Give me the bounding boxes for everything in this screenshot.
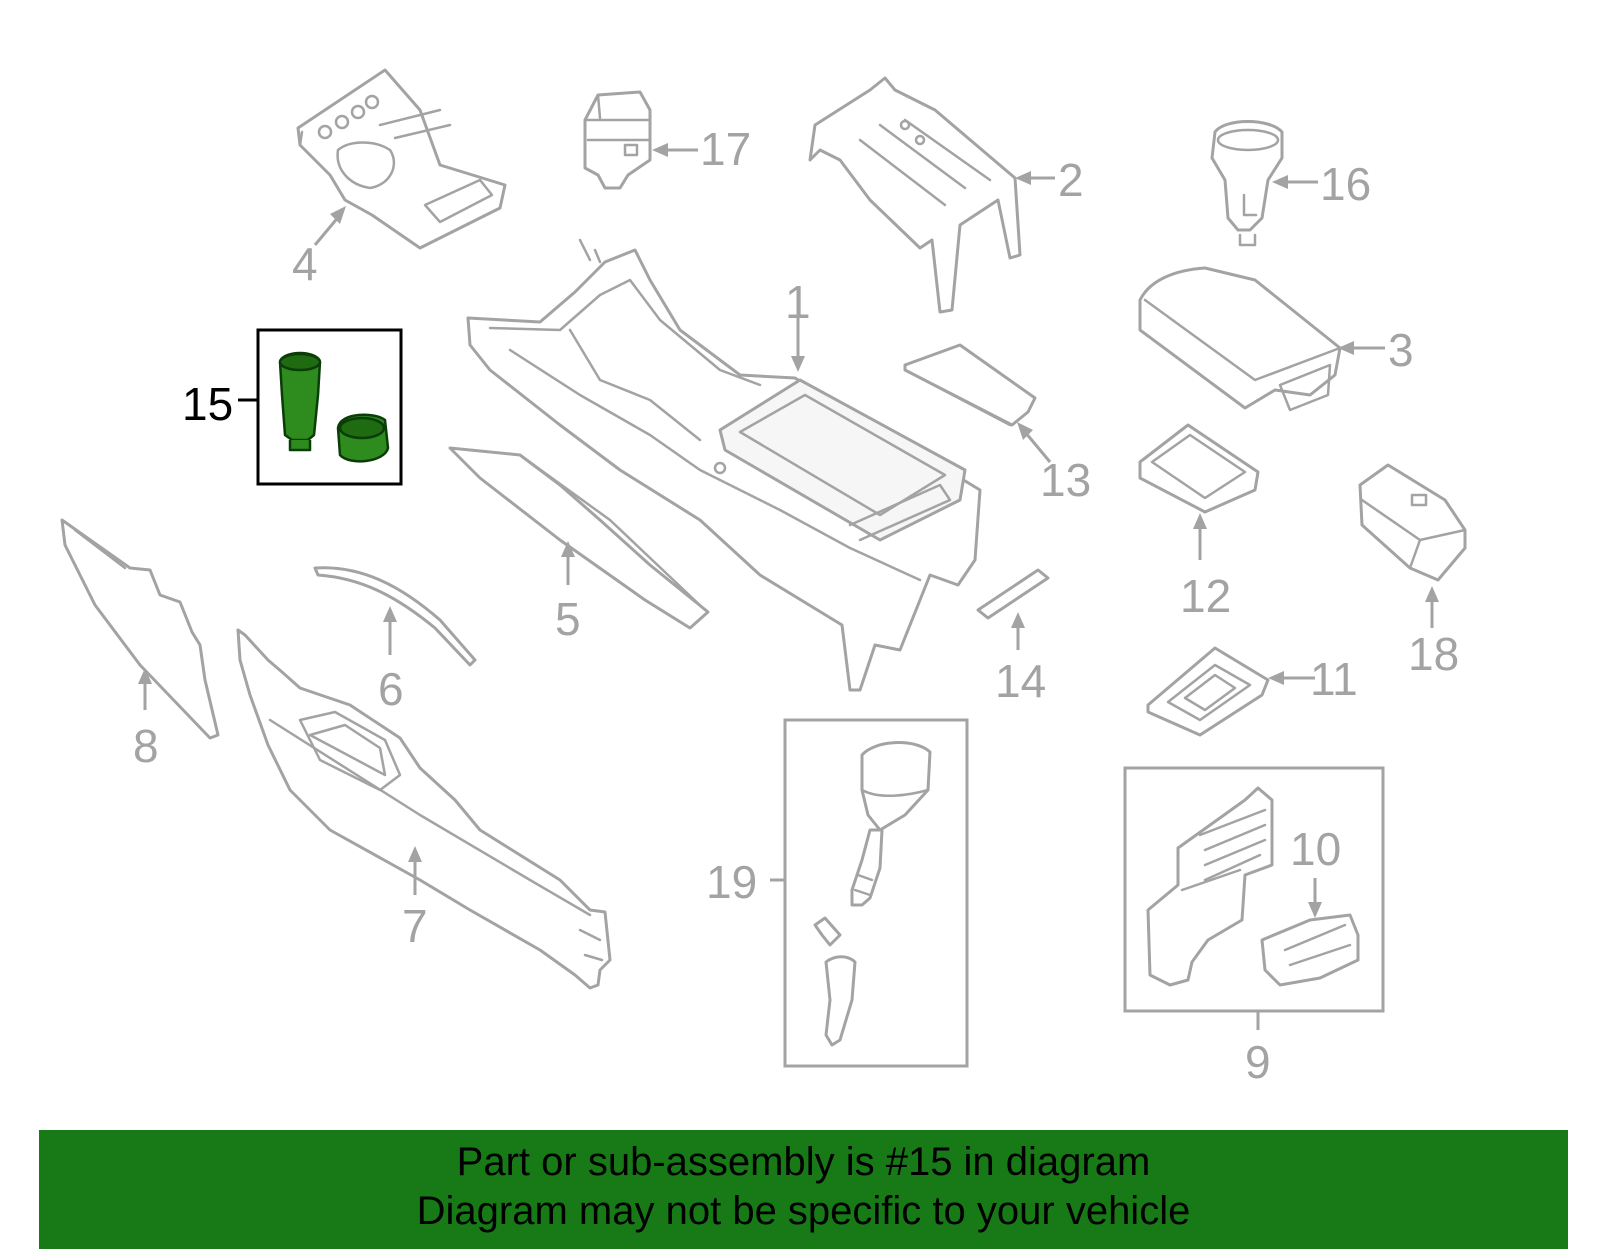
callout-19: 19 <box>706 856 757 908</box>
part-10-insert[interactable] <box>1260 913 1360 987</box>
callout-12: 12 <box>1180 570 1231 622</box>
callout-2: 2 <box>1058 154 1084 206</box>
part-19-box <box>783 718 969 1068</box>
part-11-tray[interactable] <box>1146 646 1270 737</box>
callout-13: 13 <box>1040 454 1091 506</box>
part-9-storage-bin[interactable] <box>1146 786 1274 987</box>
callout-18: 18 <box>1408 628 1459 680</box>
callout-3: 3 <box>1388 324 1414 376</box>
part-6-molding-strip[interactable] <box>313 566 477 667</box>
callout-16: 16 <box>1320 158 1371 210</box>
part-16-power-outlet[interactable] <box>1210 120 1284 247</box>
banner-line-1: Part or sub-assembly is #15 in diagram <box>456 1140 1151 1184</box>
callout-6: 6 <box>378 663 404 715</box>
part-1-console-body[interactable] <box>466 238 982 692</box>
part-15-box <box>256 328 403 486</box>
part-17-switch[interactable] <box>583 90 652 190</box>
part-3-armrest-lid[interactable] <box>1138 266 1342 412</box>
info-banner: Part or sub-assembly is #15 in diagram D… <box>39 1130 1568 1249</box>
part-5-side-trim[interactable] <box>448 446 710 630</box>
part-14-small-pad[interactable] <box>976 568 1050 620</box>
part-15-socket-assembly[interactable] <box>278 351 390 463</box>
callout-10: 10 <box>1290 823 1341 875</box>
callout-7: 7 <box>402 900 428 952</box>
callout-5: 5 <box>555 593 581 645</box>
callout-1: 1 <box>785 276 811 328</box>
callout-14: 14 <box>995 655 1046 707</box>
part-12-cup-tray[interactable] <box>1138 423 1260 514</box>
callout-9: 9 <box>1245 1036 1271 1088</box>
callout-15: 15 <box>182 378 233 430</box>
callout-11: 11 <box>1310 653 1358 705</box>
callout-4: 4 <box>292 238 318 290</box>
part-2-bracket[interactable] <box>808 76 1022 314</box>
part-19-shift-knob-assembly[interactable] <box>813 741 932 1047</box>
callout-8: 8 <box>133 720 159 772</box>
part-8-side-panel[interactable] <box>60 518 220 740</box>
part-18-switch[interactable] <box>1358 463 1467 582</box>
callout-17: 17 <box>700 123 751 175</box>
part-4-shifter-bezel[interactable] <box>296 68 507 250</box>
part-7-lower-trim[interactable] <box>236 628 612 990</box>
part-9-box <box>1123 766 1385 1013</box>
part-13-pad[interactable] <box>903 343 1037 427</box>
banner-line-2: Diagram may not be specific to your vehi… <box>416 1189 1191 1233</box>
